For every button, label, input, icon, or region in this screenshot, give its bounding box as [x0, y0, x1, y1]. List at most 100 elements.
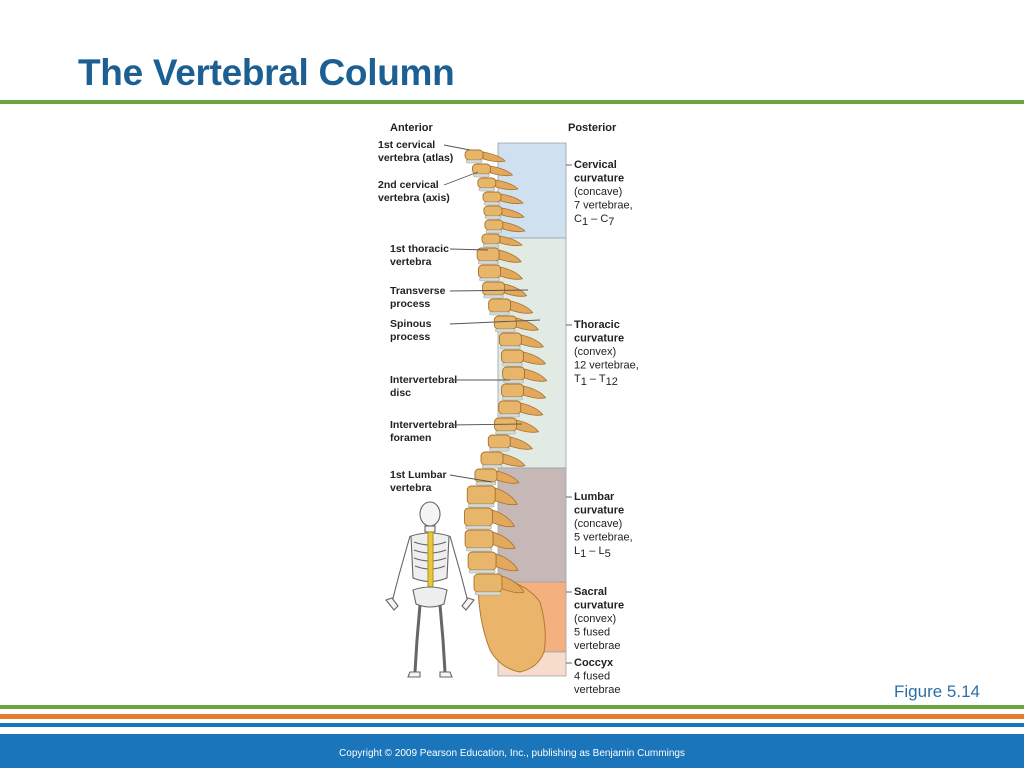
intervertebral-disc	[499, 413, 520, 418]
spinous-process	[500, 193, 524, 205]
spinous-process	[502, 221, 526, 233]
vertebra-body	[472, 163, 491, 175]
callout-leader-line	[449, 289, 529, 292]
intervertebral-disc	[484, 215, 502, 220]
vertebra-body	[484, 219, 504, 231]
figure-number: Figure 5.14	[894, 682, 980, 701]
vertebra-body	[480, 451, 504, 466]
spinous-process	[482, 151, 506, 163]
vertebra-body	[473, 573, 503, 593]
intervertebral-disc	[465, 159, 483, 164]
spinous-process	[524, 368, 548, 382]
vertebra-body	[501, 383, 524, 398]
spinous-process	[499, 235, 523, 247]
intervertebral-disc	[483, 294, 504, 299]
vertebra-body	[478, 264, 501, 279]
spinous-process	[520, 402, 544, 416]
spinous-process	[495, 553, 519, 572]
intervertebral-disc	[495, 328, 516, 333]
intervertebral-disc	[485, 229, 503, 234]
spinous-process	[516, 419, 540, 433]
title-divider	[0, 100, 1024, 104]
vertebral-column-illustration	[464, 149, 548, 673]
intervertebral-disc	[500, 345, 521, 350]
vertebra-body	[482, 281, 506, 296]
spinous-process	[496, 470, 520, 484]
intervertebral-disc	[489, 447, 510, 452]
footer-stripe-orange	[0, 714, 1024, 719]
intervertebral-disc	[477, 260, 499, 265]
anterior-label: Anterior	[390, 122, 434, 134]
intervertebral-disc	[475, 481, 497, 486]
posterior-label: Posterior	[568, 122, 617, 134]
intervertebral-disc	[473, 173, 490, 178]
vertebra-body	[502, 366, 526, 381]
intervertebral-disc	[495, 430, 516, 435]
spinous-process	[502, 453, 526, 467]
intervertebral-disc	[468, 569, 496, 574]
vertebra-body	[487, 434, 511, 449]
spinous-process	[500, 266, 524, 280]
spinous-process	[492, 531, 516, 550]
callout-leader-line	[449, 423, 523, 426]
intervertebral-disc	[468, 503, 495, 508]
callout-leader-line	[443, 171, 479, 186]
intervertebral-disc	[465, 547, 493, 552]
vertebra-body	[481, 233, 501, 245]
intervertebral-disc	[489, 311, 510, 316]
vertebra-body	[498, 400, 522, 415]
spinous-process	[498, 249, 522, 263]
callout-leader-line	[443, 144, 471, 151]
copyright-text: Copyright © 2009 Pearson Education, Inc.…	[339, 748, 685, 759]
spinous-process	[509, 436, 533, 450]
vertebra-body	[482, 191, 502, 203]
callout-leader-line	[449, 474, 493, 483]
vertebra-body	[501, 349, 524, 364]
footer-bar: Copyright © 2009 Pearson Education, Inc.…	[0, 734, 1024, 768]
spinous-process	[494, 487, 518, 506]
slide-title: The Vertebral Column	[78, 52, 455, 93]
vertebra-body	[483, 205, 503, 217]
spinous-process	[523, 385, 547, 399]
intervertebral-disc	[502, 362, 523, 367]
vertebra-body	[467, 551, 497, 571]
skeleton-figure	[385, 501, 475, 678]
intervertebral-disc	[479, 277, 500, 282]
intervertebral-disc	[478, 187, 496, 192]
vertebra-body	[488, 298, 512, 313]
footer-stripe-blue	[0, 723, 1024, 727]
vertebra-body	[466, 485, 496, 505]
vertebra-body	[493, 315, 517, 330]
spinous-process	[501, 207, 525, 219]
vertebra-body	[498, 332, 522, 347]
vertebra-body	[477, 177, 497, 189]
spinous-process	[495, 179, 519, 191]
intervertebral-disc	[465, 525, 492, 530]
spinous-process	[492, 509, 516, 528]
spinous-process	[510, 300, 534, 314]
callout-leader-line	[449, 248, 489, 251]
intervertebral-disc	[481, 464, 503, 469]
vertebra-body	[464, 149, 484, 161]
intervertebral-disc	[502, 396, 523, 401]
vertebra-body	[464, 507, 493, 527]
spinous-process	[490, 165, 514, 177]
intervertebral-disc	[474, 591, 502, 596]
spinous-process	[523, 351, 547, 365]
vertebra-body	[464, 529, 494, 549]
sacrum	[477, 578, 546, 673]
intervertebral-disc	[482, 243, 500, 248]
